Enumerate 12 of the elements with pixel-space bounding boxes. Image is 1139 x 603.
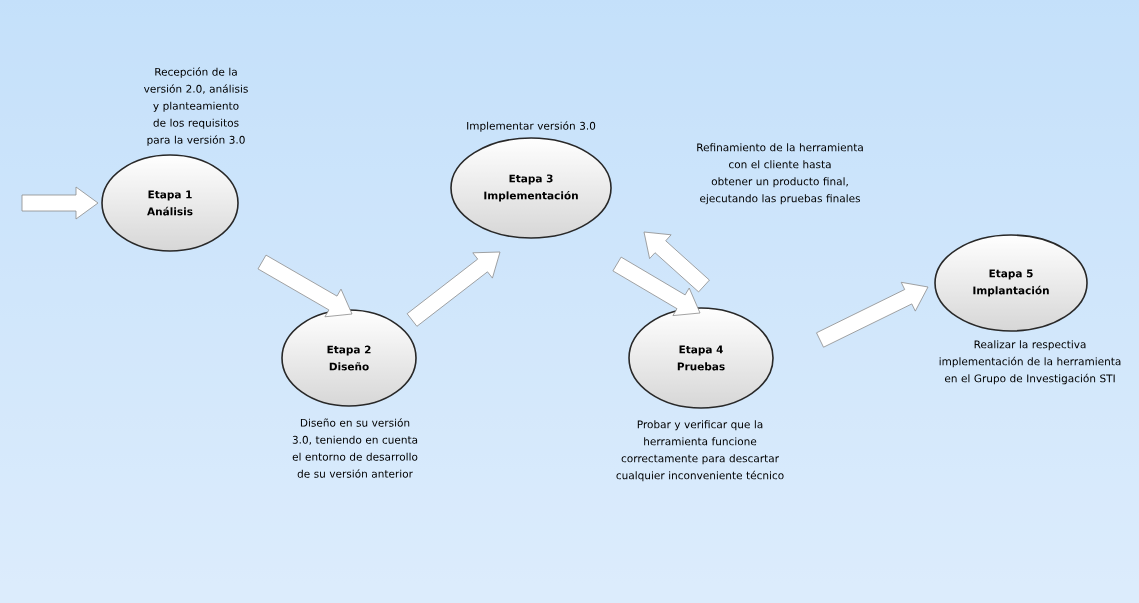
block-arrow [21, 186, 99, 220]
block-arrow [406, 251, 501, 327]
stage-description: Diseño en su versión 3.0, teniendo en cuenta el entorno de desarrollo de su versión anterior [292, 418, 418, 478]
block-arrow [816, 281, 929, 348]
stage-description: Realizar la respectiva implementación de la herramienta en el Grupo de Investigación STI [939, 340, 1121, 385]
stage-description: Implementar versión 3.0 [467, 121, 596, 132]
block-arrow [612, 256, 701, 316]
note-text: Refinamiento de la herramienta con el cliente hasta obtener un producto final, ejecutando las pruebas finales [697, 143, 863, 205]
block-arrow [257, 254, 353, 318]
stage-description: Recepción de la versión 2.0, análisis y planteamiento de los requisitos para la versión 3.0 [143, 67, 248, 146]
block-arrow [643, 231, 710, 293]
stage-description: Probar y verificar que la herramienta funcione correctamente para descartar cualquier inconveniente técnico [616, 420, 784, 482]
